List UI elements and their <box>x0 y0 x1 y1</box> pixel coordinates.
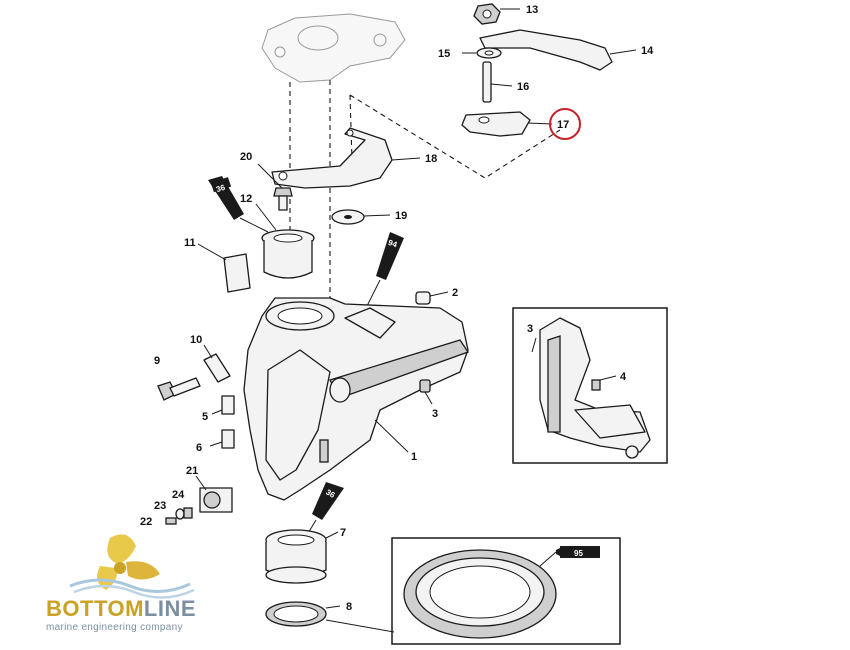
callout-21: 21 <box>186 465 198 477</box>
part-20-bolt <box>273 187 293 211</box>
inset-detail-box <box>512 307 668 464</box>
highlight-ring-17 <box>549 108 581 140</box>
guide-dash <box>349 94 561 179</box>
callout-20: 20 <box>240 151 252 163</box>
part-16-pin <box>482 61 492 103</box>
bottomline-logo <box>69 534 195 599</box>
part-24-nut <box>183 507 193 519</box>
part-14-lever <box>479 29 613 71</box>
callout-3: 3 <box>432 408 438 420</box>
part-9-bolt <box>157 377 201 401</box>
grease-tube-94: 94 <box>376 232 404 280</box>
callout-23: 23 <box>154 500 166 512</box>
callout-15: 15 <box>438 48 450 60</box>
callout-16: 16 <box>517 81 529 93</box>
part-23-washer <box>175 508 185 520</box>
waves-icon <box>69 578 195 599</box>
brand-name: BOTTOMLINE <box>46 596 197 621</box>
callout-1: 1 <box>411 451 417 463</box>
callout-17: 17 <box>557 119 569 131</box>
propeller-icon <box>97 534 160 590</box>
part-13-nut <box>473 3 501 25</box>
part-5-pad <box>221 395 235 415</box>
part-18-bracket <box>271 127 393 189</box>
part-10-sleeve <box>203 353 231 383</box>
part-22-screw <box>165 517 177 525</box>
callout-19: 19 <box>395 210 407 222</box>
part-6-pad <box>221 429 235 449</box>
part-21-sender <box>199 487 233 513</box>
inset-bracket-view <box>539 317 651 459</box>
callout-8: 8 <box>346 601 352 613</box>
part-2-plug <box>415 291 431 305</box>
part-17-tab <box>461 111 531 137</box>
inset-seal-view <box>403 549 557 639</box>
part-12-bushing <box>261 229 315 279</box>
callout-2: 2 <box>452 287 458 299</box>
callout-5: 5 <box>202 411 208 423</box>
part-3-fitting <box>419 379 431 393</box>
part-7-bushing <box>265 529 327 584</box>
callout-3-inset: 3 <box>527 323 533 335</box>
part-8-seal <box>265 601 327 627</box>
svg-text:94: 94 <box>387 238 399 250</box>
part-1-swivel-bracket <box>243 297 470 501</box>
swivel-housing-ghost <box>261 13 406 83</box>
callout-24: 24 <box>172 489 185 501</box>
callout-22: 22 <box>140 516 152 528</box>
grease-tube-36-lower: 36 <box>312 482 344 520</box>
svg-text:95: 95 <box>574 549 583 558</box>
callout-14: 14 <box>641 45 654 57</box>
callout-18: 18 <box>425 153 437 165</box>
inset-seal-box <box>391 537 621 645</box>
grease-tube-36-upper: 36 <box>208 176 244 220</box>
callout-12: 12 <box>240 193 252 205</box>
callout-13: 13 <box>526 4 538 16</box>
callout-10: 10 <box>190 334 202 346</box>
callout-7: 7 <box>340 527 346 539</box>
callout-9: 9 <box>154 355 160 367</box>
grease-tube-95: 95 <box>556 546 600 558</box>
callout-11: 11 <box>184 237 196 249</box>
callout-4-inset: 4 <box>620 371 627 383</box>
svg-text:36: 36 <box>215 183 227 194</box>
callout-6: 6 <box>196 442 202 454</box>
part-11-pad <box>223 253 251 293</box>
brand-tagline: marine engineering company <box>46 622 183 633</box>
